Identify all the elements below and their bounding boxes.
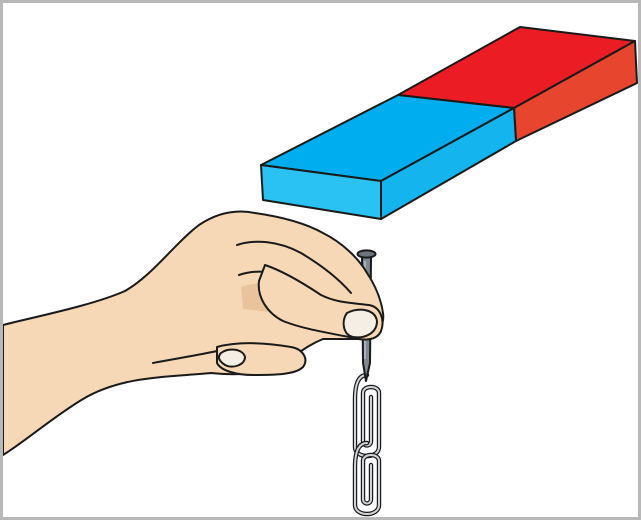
bar-magnet — [260, 26, 638, 220]
magnet-blue-side-face — [380, 107, 517, 220]
paperclip-2 — [352, 440, 382, 517]
nail-head — [356, 249, 377, 259]
hand — [3, 210, 385, 456]
hand-palm — [3, 210, 385, 456]
index-finger-line — [236, 240, 352, 294]
magnet-illustration — [3, 26, 638, 517]
palm-line — [152, 350, 218, 364]
lower-fingernail — [217, 348, 246, 368]
thumbnail — [342, 308, 378, 339]
paperclip-chain — [352, 372, 382, 517]
